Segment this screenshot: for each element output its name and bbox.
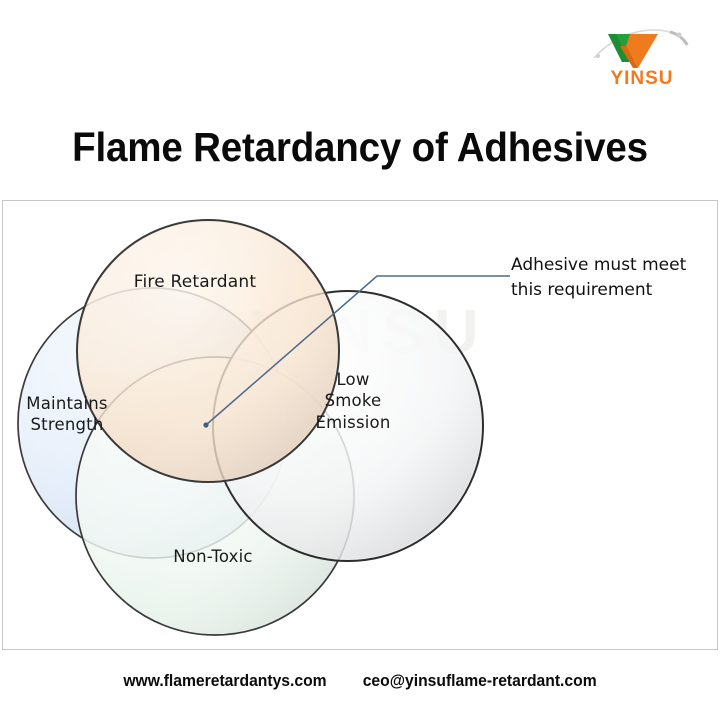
annotation-text: Adhesive must meet this requirement [511,255,687,300]
footer-email[interactable]: ceo@yinsuflame-retardant.com [362,672,597,690]
footer: www.flameretardantys.com ceo@yinsuflame-… [18,672,702,691]
logo-wordmark: YINSU [610,68,673,88]
venn-label-low-smoke-emission: Low Smoke Emission [315,370,391,432]
logo-swoosh-icon [593,29,689,59]
venn-diagram-panel: YINSU [2,200,718,650]
yinsu-logo: YINSU [586,22,698,88]
footer-website[interactable]: www.flameretardantys.com [123,672,327,690]
venn-circle-fire-retardant [76,219,340,483]
venn-circles [17,219,510,636]
venn-label-maintains-strength: Maintains Strength [26,394,108,435]
page-title: Flame Retardancy of Adhesives [72,124,648,170]
logo-v-mark-icon [608,34,658,68]
venn-label-fire-retardant: Fire Retardant [133,272,257,292]
venn-label-non-toxic: Non-Toxic [173,547,253,566]
annotation-leader-line [203,275,510,428]
